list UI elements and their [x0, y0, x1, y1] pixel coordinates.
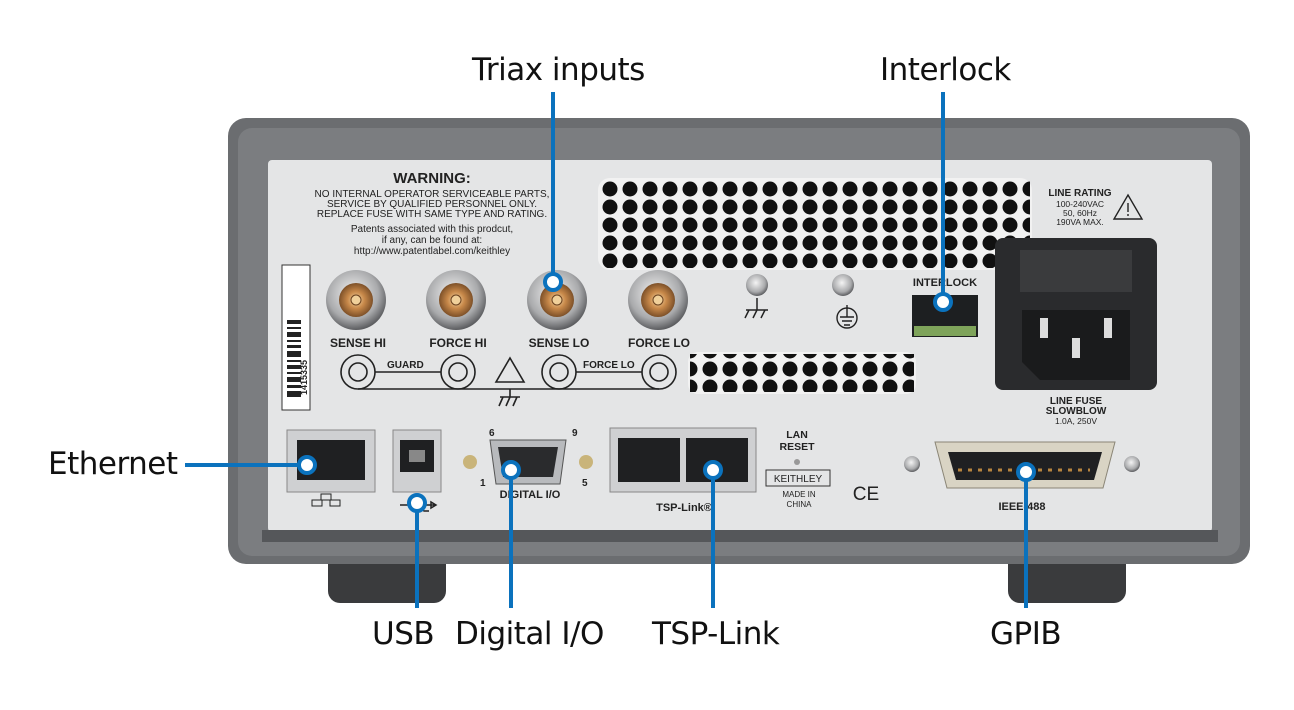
- svg-text:http://www.patentlabel.com/kei: http://www.patentlabel.com/keithley: [354, 246, 510, 257]
- svg-text:SENSE LO: SENSE LO: [529, 336, 590, 350]
- callout-usb: USB: [372, 616, 435, 652]
- guard-schematic: [340, 354, 677, 407]
- svg-text:FORCE LO: FORCE LO: [628, 336, 690, 350]
- svg-text:NO INTERNAL OPERATOR SERVICEAB: NO INTERNAL OPERATOR SERVICEABLE PARTS,: [315, 189, 550, 200]
- svg-text:1415335: 1415335: [299, 360, 309, 395]
- svg-text:CE: CE: [853, 484, 879, 505]
- callout-triax-inputs: Triax inputs: [472, 52, 645, 88]
- protective-earth-screw: [832, 274, 854, 296]
- svg-text:REPLACE FUSE WITH SAME TYPE AN: REPLACE FUSE WITH SAME TYPE AND RATING.: [317, 209, 547, 220]
- vent-lower: [690, 354, 914, 392]
- svg-text:TSP-Link®: TSP-Link®: [656, 502, 712, 514]
- svg-text:SLOWBLOW: SLOWBLOW: [1046, 406, 1107, 417]
- svg-text:190VA MAX.: 190VA MAX.: [1056, 217, 1104, 227]
- svg-text:RESET: RESET: [779, 441, 815, 453]
- callout-dots: [297, 272, 1036, 513]
- svg-text:IEEE-488: IEEE-488: [998, 501, 1045, 513]
- svg-text:9: 9: [572, 428, 578, 439]
- svg-text:MADE IN: MADE IN: [782, 490, 816, 499]
- barcode: [287, 320, 301, 397]
- svg-text:LINE FUSE: LINE FUSE: [1050, 396, 1103, 407]
- svg-text:SERVICE BY QUALIFIED PERSONNEL: SERVICE BY QUALIFIED PERSONNEL ONLY.: [327, 199, 537, 210]
- svg-text:INTERLOCK: INTERLOCK: [913, 277, 977, 289]
- svg-text:50, 60Hz: 50, 60Hz: [1063, 208, 1097, 218]
- triax-force-lo: [628, 270, 688, 330]
- callout-interlock: Interlock: [880, 52, 1011, 88]
- svg-text:5: 5: [582, 478, 588, 489]
- chassis-ground-screw: [746, 274, 768, 296]
- triax-sense-lo: [527, 270, 587, 330]
- triax-sense-hi: [326, 270, 386, 330]
- svg-text:FORCE HI: FORCE HI: [429, 336, 486, 350]
- callout-lines: [185, 92, 1028, 608]
- callout-ethernet: Ethernet: [48, 446, 178, 482]
- svg-text:1: 1: [480, 478, 486, 489]
- svg-text:DIGITAL I/O: DIGITAL I/O: [500, 489, 561, 501]
- svg-text:6: 6: [489, 428, 495, 439]
- vent-upper: [600, 180, 1030, 268]
- svg-text:100-240VAC: 100-240VAC: [1056, 199, 1104, 209]
- dio-screw-left: [463, 455, 477, 469]
- svg-text:Patents associated with this p: Patents associated with this prodcut,: [351, 224, 513, 235]
- svg-text:if any, can be found at:: if any, can be found at:: [382, 235, 482, 246]
- svg-text:GUARD: GUARD: [387, 360, 424, 371]
- svg-text:KEITHLEY: KEITHLEY: [774, 474, 823, 485]
- svg-text:LAN: LAN: [786, 429, 808, 441]
- dio-screw-right: [579, 455, 593, 469]
- svg-text:SENSE HI: SENSE HI: [330, 336, 386, 350]
- svg-text:LINE RATING: LINE RATING: [1048, 188, 1111, 199]
- callout-tsp-link: TSP-Link: [652, 616, 780, 652]
- lan-reset-button: [794, 459, 800, 465]
- svg-text:FORCE LO: FORCE LO: [583, 360, 635, 371]
- svg-text:CHINA: CHINA: [787, 500, 813, 509]
- callout-digital-io: Digital I/O: [455, 616, 604, 652]
- triax-force-hi: [426, 270, 486, 330]
- svg-text:1.0A, 250V: 1.0A, 250V: [1055, 416, 1097, 426]
- svg-text:WARNING:: WARNING:: [393, 170, 471, 187]
- callout-gpib: GPIB: [990, 616, 1062, 652]
